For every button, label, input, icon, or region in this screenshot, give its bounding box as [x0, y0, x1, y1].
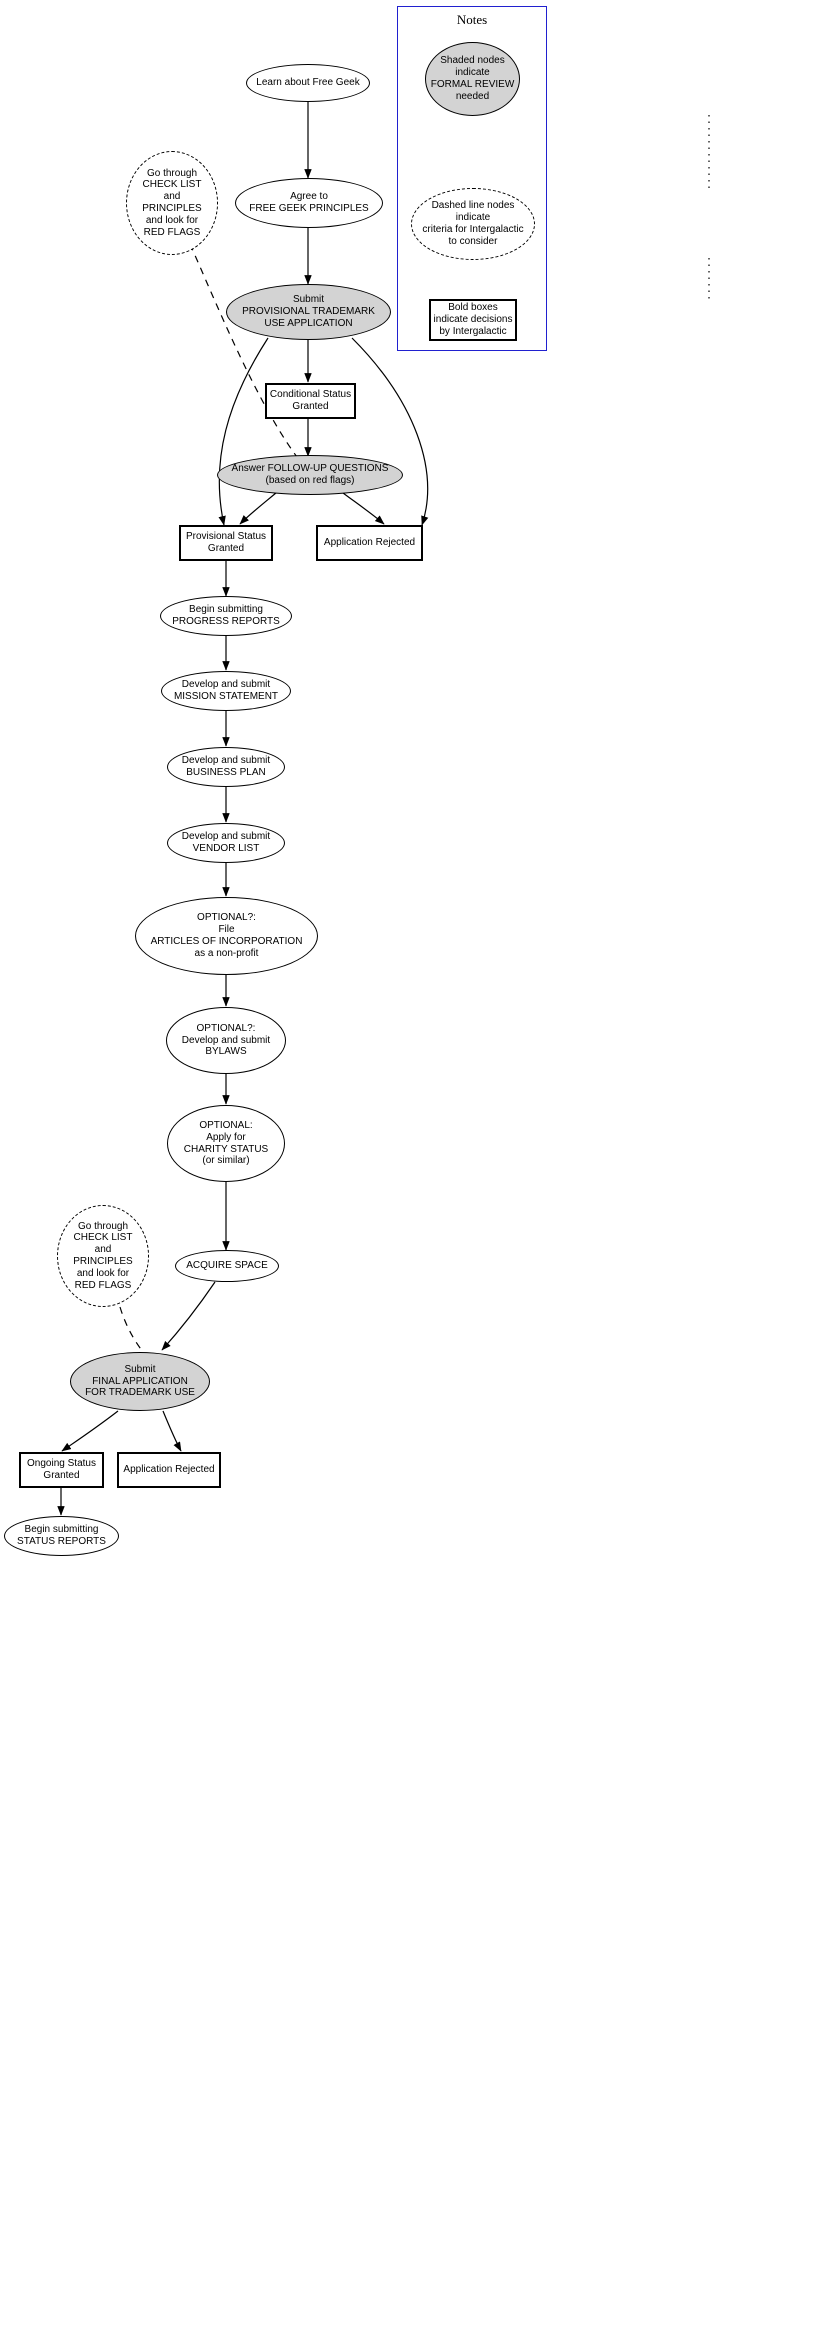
- node-acquire-space[interactable]: ACQUIRE SPACE: [175, 1250, 279, 1282]
- notes-panel: [397, 6, 547, 351]
- note-bold-boxes: Bold boxes indicate decisions by Interga…: [429, 299, 517, 341]
- edge-final-to-ongoing-status: [61, 1410, 119, 1452]
- node-begin-submitting-status-reports[interactable]: Begin submitting STATUS REPORTS: [4, 1516, 119, 1556]
- node-submit-provisional-trademark-use-application[interactable]: Submit PROVISIONAL TRADEMARK USE APPLICA…: [226, 284, 391, 340]
- node-check-list-principles-top[interactable]: Go through CHECK LIST and PRINCIPLES and…: [126, 151, 218, 255]
- node-application-rejected-1[interactable]: Application Rejected: [316, 525, 423, 561]
- edge-final-to-rejected-2: [162, 1410, 182, 1452]
- node-apply-for-charity-status[interactable]: OPTIONAL: Apply for CHARITY STATUS (or s…: [167, 1105, 285, 1182]
- node-file-articles-of-incorporation[interactable]: OPTIONAL?: File ARTICLES OF INCORPORATIO…: [135, 897, 318, 975]
- node-provisional-status-granted[interactable]: Provisional Status Granted: [179, 525, 273, 561]
- node-agree-to-free-geek-principles[interactable]: Agree to FREE GEEK PRINCIPLES: [235, 178, 383, 228]
- edge-submit-to-provisional-status: [218, 337, 269, 526]
- node-develop-and-submit-mission-statement[interactable]: Develop and submit MISSION STATEMENT: [161, 671, 291, 711]
- note-shaded-nodes: Shaded nodes indicate FORMAL REVIEW need…: [425, 42, 520, 116]
- node-develop-and-submit-bylaws[interactable]: OPTIONAL?: Develop and submit BYLAWS: [166, 1007, 286, 1074]
- node-answer-follow-up-questions[interactable]: Answer FOLLOW-UP QUESTIONS (based on red…: [217, 455, 403, 495]
- edge-acquire-space-to-final: [161, 1281, 216, 1351]
- node-application-rejected-2[interactable]: Application Rejected: [117, 1452, 221, 1488]
- node-conditional-status-granted[interactable]: Conditional Status Granted: [265, 383, 356, 419]
- node-learn-about-free-geek[interactable]: Learn about Free Geek: [246, 64, 370, 102]
- edge-submit-to-rejected-1: [351, 337, 429, 526]
- node-submit-final-application[interactable]: Submit FINAL APPLICATION FOR TRADEMARK U…: [70, 1352, 210, 1411]
- node-develop-and-submit-business-plan[interactable]: Develop and submit BUSINESS PLAN: [167, 747, 285, 787]
- node-develop-and-submit-vendor-list[interactable]: Develop and submit VENDOR LIST: [167, 823, 285, 863]
- node-check-list-principles-bottom[interactable]: Go through CHECK LIST and PRINCIPLES and…: [57, 1205, 149, 1307]
- node-begin-submitting-progress-reports[interactable]: Begin submitting PROGRESS REPORTS: [160, 596, 292, 636]
- notes-panel-title: Notes: [456, 12, 488, 27]
- node-ongoing-status-granted[interactable]: Ongoing Status Granted: [19, 1452, 104, 1488]
- note-dashed-nodes: Dashed line nodes indicate criteria for …: [411, 188, 535, 260]
- edge-checklist-to-answer-followup: [189, 243, 298, 458]
